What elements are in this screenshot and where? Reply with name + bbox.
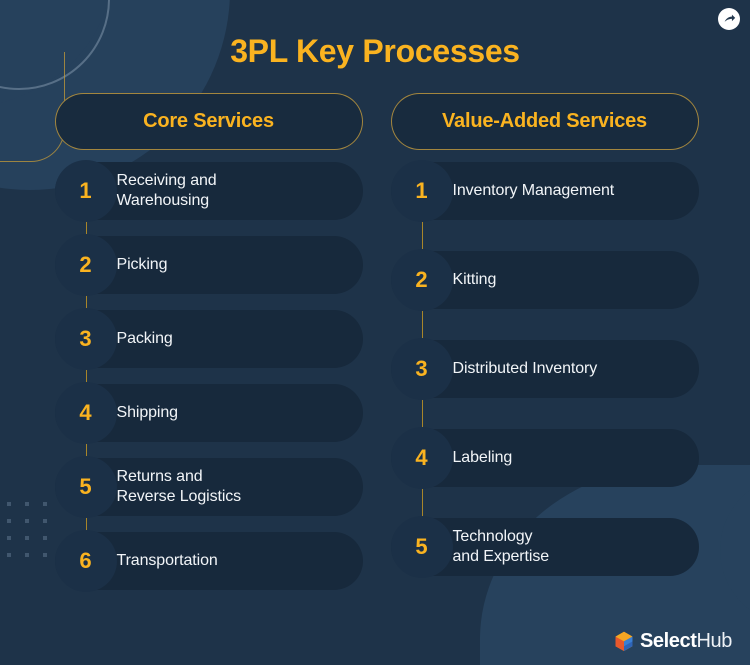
- step-number-badge: 4: [54, 382, 117, 444]
- logo-name-thin: Hub: [696, 630, 733, 652]
- step-label: Shipping: [116, 403, 179, 421]
- step-number-badge: 5: [390, 516, 453, 578]
- column-header-value-added-services: Value-Added Services: [390, 93, 699, 150]
- selecthub-logo[interactable]: SelectHub: [614, 630, 732, 653]
- column-header-core-services: Core Services: [54, 93, 363, 150]
- list-item[interactable]: 4 Shipping: [54, 382, 363, 444]
- list-item[interactable]: 2 Picking: [54, 234, 363, 296]
- step-number-badge: 2: [390, 249, 453, 311]
- step-label: Labeling: [452, 448, 513, 466]
- step-number-badge: 2: [54, 234, 117, 296]
- list-item[interactable]: 3 Distributed Inventory: [390, 338, 699, 400]
- logo-wordmark: SelectHub: [640, 630, 732, 653]
- page-title: 3PL Key Processes: [230, 33, 520, 69]
- list-item[interactable]: 1 Receiving and Warehousing: [54, 160, 363, 222]
- step-label: Returns and Reverse Logistics: [116, 467, 242, 505]
- column-value-added-services: Value-Added Services 1 Inventory Managem…: [390, 93, 699, 590]
- list-item[interactable]: 5 Technology and Expertise: [390, 516, 699, 578]
- step-label: Inventory Management: [452, 181, 615, 199]
- step-label: Receiving and Warehousing: [116, 171, 217, 209]
- share-arrow-icon: [724, 14, 735, 22]
- share-button[interactable]: [718, 8, 740, 30]
- step-label: Distributed Inventory: [452, 359, 598, 377]
- step-number-badge: 5: [54, 456, 117, 518]
- list-item[interactable]: 3 Packing: [54, 308, 363, 370]
- step-label: Kitting: [452, 270, 497, 288]
- step-list-core-services: 1 Receiving and Warehousing 2 Picking 3 …: [54, 160, 363, 592]
- step-label: Technology and Expertise: [452, 527, 550, 565]
- list-item[interactable]: 1 Inventory Management: [390, 160, 699, 222]
- list-item[interactable]: 6 Transportation: [54, 530, 363, 592]
- column-core-services: Core Services 1 Receiving and Warehousin…: [54, 93, 363, 592]
- list-item[interactable]: 5 Returns and Reverse Logistics: [54, 456, 363, 518]
- step-number-badge: 6: [54, 530, 117, 592]
- step-number-badge: 1: [390, 160, 453, 222]
- step-label: Transportation: [116, 551, 218, 569]
- step-number-badge: 1: [54, 160, 117, 222]
- list-item[interactable]: 2 Kitting: [390, 249, 699, 311]
- logo-name-bold: Select: [639, 630, 697, 652]
- process-columns: Core Services 1 Receiving and Warehousin…: [0, 70, 750, 592]
- step-number-badge: 4: [390, 427, 453, 489]
- step-label: Picking: [116, 255, 168, 273]
- step-number-badge: 3: [54, 308, 117, 370]
- step-label: Packing: [116, 329, 173, 347]
- step-number-badge: 3: [390, 338, 453, 400]
- selecthub-cube-icon: [615, 631, 633, 651]
- step-list-value-added-services: 1 Inventory Management 2 Kitting 3 Distr…: [390, 160, 699, 578]
- list-item[interactable]: 4 Labeling: [390, 427, 699, 489]
